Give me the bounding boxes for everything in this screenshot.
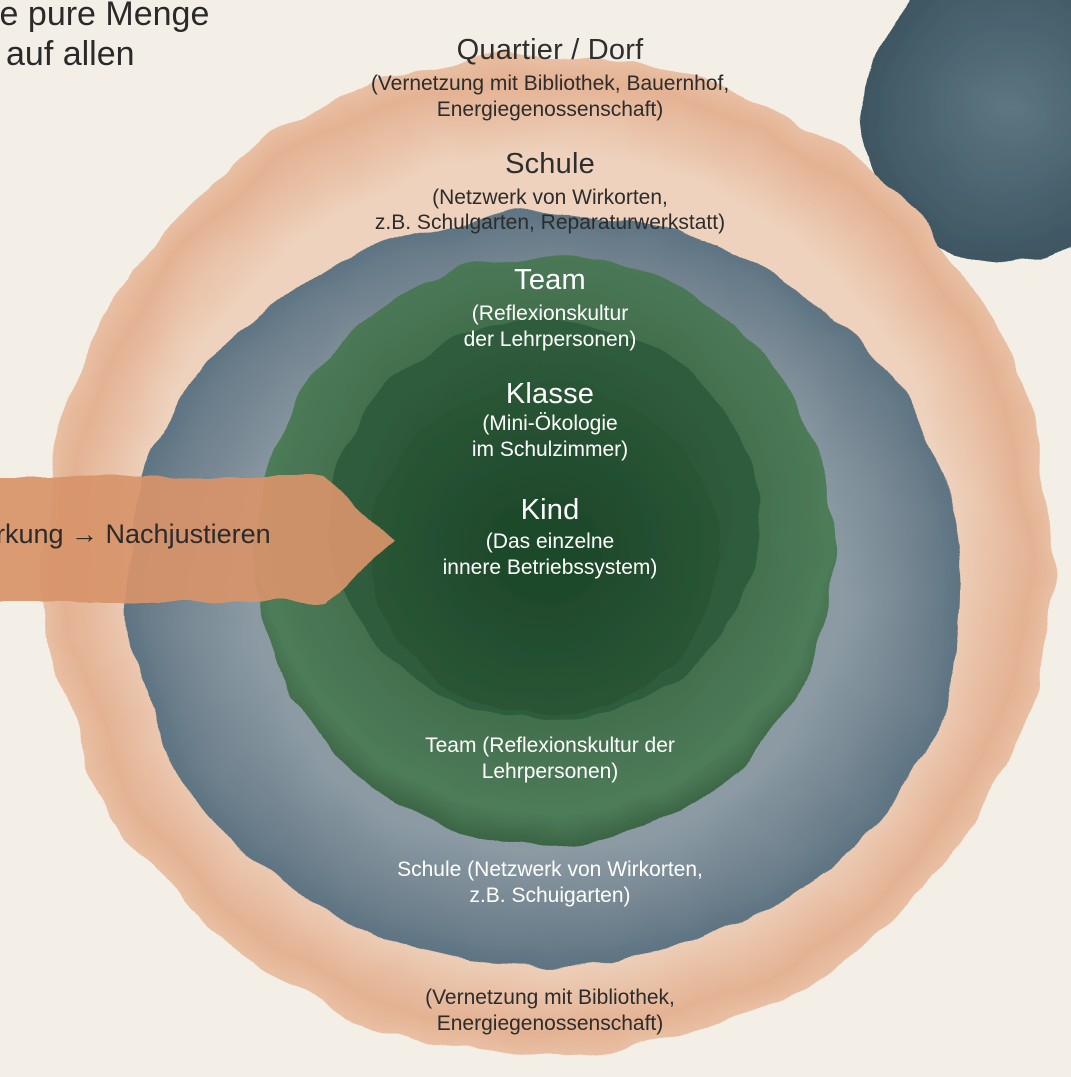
- arrow-label: irkung → Nachjustieren: [0, 519, 271, 549]
- schule-sub-line2: z.B. Schulgarten, Reparaturwerkstatt): [374, 211, 726, 234]
- kind-sub-line1: (Das einzelne: [485, 530, 615, 553]
- team-sub-line2: der Lehrpersonen): [463, 328, 637, 351]
- kind-sub-line2: innere Betriebssystem): [442, 556, 658, 579]
- quartier-title: Quartier / Dorf: [456, 34, 644, 66]
- klasse-sub-line1: (Mini-Ökologie: [482, 412, 618, 435]
- quartier-sub-line1: (Vernetzung mit Bibliothek, Bauernhof,: [370, 72, 730, 95]
- feedback-arrow: [0, 478, 395, 602]
- schule-bottom-line1: Schule (Netzwerk von Wirkorten,: [397, 858, 703, 881]
- team-sub-line1: (Reflexionskultur: [471, 302, 629, 325]
- top-left-caption-line1: ie pure Menge: [0, 0, 210, 33]
- team-title: Team: [514, 264, 586, 296]
- schule-bottom-line2: z.B. Schuigarten): [469, 884, 631, 907]
- team-bottom-line1: Team (Reflexionskultur der: [425, 734, 675, 757]
- schule-sub-line1: (Netzwerk von Wirkorten,: [432, 186, 668, 209]
- quartier-sub-line2: Energiegenossenschaft): [436, 98, 664, 121]
- ring-kind: [370, 385, 720, 715]
- top-left-caption: ie pure Menge auf allen: [0, 0, 209, 74]
- quartier-bottom-line1: (Vernetzung mit Bibliothek,: [425, 986, 675, 1009]
- kind-title: Kind: [520, 494, 580, 526]
- schule-title: Schule: [505, 148, 595, 180]
- team-bottom-line2: Lehrpersonen): [481, 760, 619, 783]
- klasse-sub-line2: im Schulzimmer): [471, 438, 629, 461]
- top-left-caption-line2: auf allen: [6, 35, 135, 74]
- corner-watercolor-blob: [860, 0, 1071, 260]
- klasse-title: Klasse: [505, 378, 595, 410]
- quartier-bottom-line2: Energiegenossenschaft): [436, 1012, 664, 1035]
